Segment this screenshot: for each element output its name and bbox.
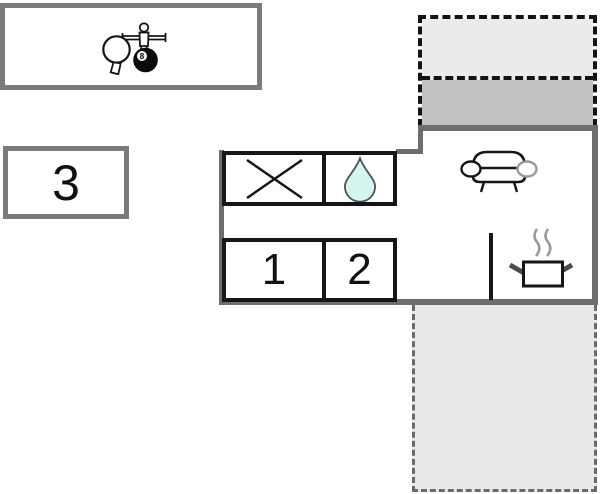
wall-step-vertical [418, 127, 423, 151]
wall-bottom [219, 299, 598, 305]
annex-room-box: 3 [3, 146, 129, 219]
game-room-box: 8 [0, 3, 262, 90]
room-bedroom-1: 1 [222, 238, 326, 302]
room-bathroom [322, 151, 397, 206]
steam-lines [533, 228, 552, 257]
sofa-icon [460, 150, 538, 193]
terrace-south [412, 305, 597, 492]
wall-right [592, 125, 598, 305]
cooking-pot-icon [508, 228, 574, 288]
bedroom-1-label: 1 [261, 245, 287, 294]
billiard-eight-ball-icon: 8 [133, 47, 158, 72]
interior-wall-kitchen [489, 233, 493, 300]
room-utility [222, 151, 326, 206]
room-bedroom-2: 2 [322, 238, 397, 302]
x-mark-icon [246, 158, 303, 200]
water-drop-icon [343, 155, 376, 202]
eight-ball-label: 8 [140, 51, 145, 60]
wall-top [418, 125, 597, 131]
annex-room-label: 3 [52, 154, 80, 211]
terrace-north-open-area [422, 19, 593, 80]
wall-left [219, 150, 224, 305]
table-tennis-paddle-icon [102, 34, 131, 75]
terrace-north [418, 15, 597, 127]
game-room-icons: 8 [102, 21, 167, 75]
terrace-north-covered-area [422, 80, 593, 127]
bedroom-2-label: 2 [347, 245, 372, 294]
wall-step-horizontal [396, 149, 423, 154]
